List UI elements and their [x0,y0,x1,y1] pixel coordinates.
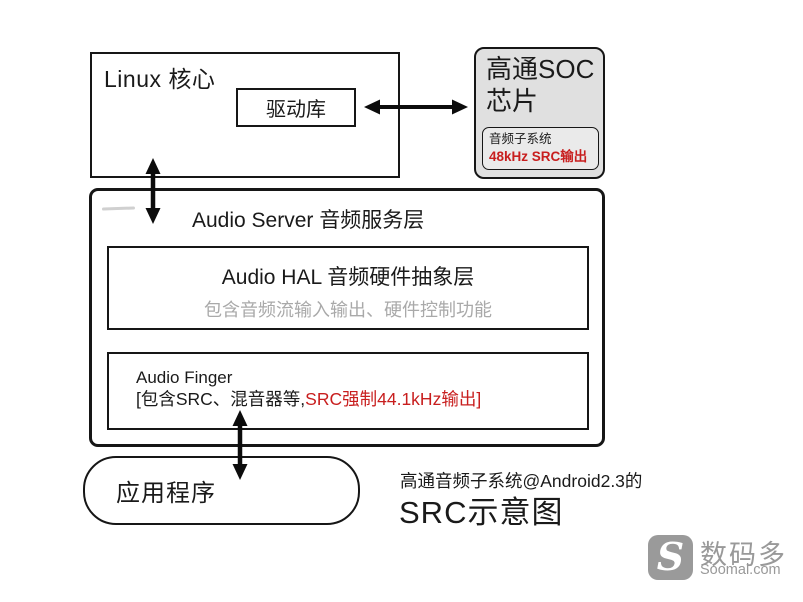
audio-subsystem-label: 音频子系统 [489,132,552,146]
soomal-logo-icon: S [648,535,693,580]
qualcomm-soc-title-line1: 高通SOC [486,54,595,84]
qualcomm-soc-box: 高通SOC 芯片 音频子系统 48kHz SRC输出 [474,47,605,179]
application-label: 应用程序 [116,480,216,507]
qualcomm-soc-title-line2: 芯片 [486,86,539,116]
audio-finger-title: Audio Finger [136,368,233,387]
audio-hal-subtitle: 包含音频流输入输出、硬件控制功能 [204,300,492,320]
caption-title: SRC示意图 [399,495,564,530]
application-box: 应用程序 [83,456,360,525]
soomal-logo-domain: Soomal.com [700,562,781,578]
audio-hal-title: Audio HAL 音频硬件抽象层 [221,266,475,289]
soomal-s-monogram: S [656,533,685,579]
caption-subtitle: 高通音频子系统@Android2.3的 [400,471,643,491]
audio-finger-detail: [包含SRC、混音器等,SRC强制44.1kHz输出] [136,388,587,410]
audio-hal-box: Audio HAL 音频硬件抽象层 包含音频流输入输出、硬件控制功能 [107,246,589,330]
driver-library-box: 驱动库 [236,88,356,127]
driver-library-label: 驱动库 [266,99,326,121]
audio-subsystem-src-output: 48kHz SRC输出 [489,149,588,164]
soomal-logo-name: 数码多 [700,540,787,570]
audio-subsystem-box: 音频子系统 48kHz SRC输出 [482,127,599,170]
audio-server-title: Audio Server 音频服务层 [192,209,425,232]
qualcomm-soc-title: 高通SOC 芯片 [486,53,594,117]
soomal-logo: S 数码多 Soomal.com [648,533,793,585]
audio-finger-src-highlight: SRC强制44.1kHz输出] [305,389,482,409]
audio-finger-detail-prefix: [包含SRC、混音器等, [136,389,306,409]
audio-finger-box: Audio Finger [包含SRC、混音器等,SRC强制44.1kHz输出] [107,352,589,430]
linux-kernel-title: Linux 核心 [104,66,216,92]
